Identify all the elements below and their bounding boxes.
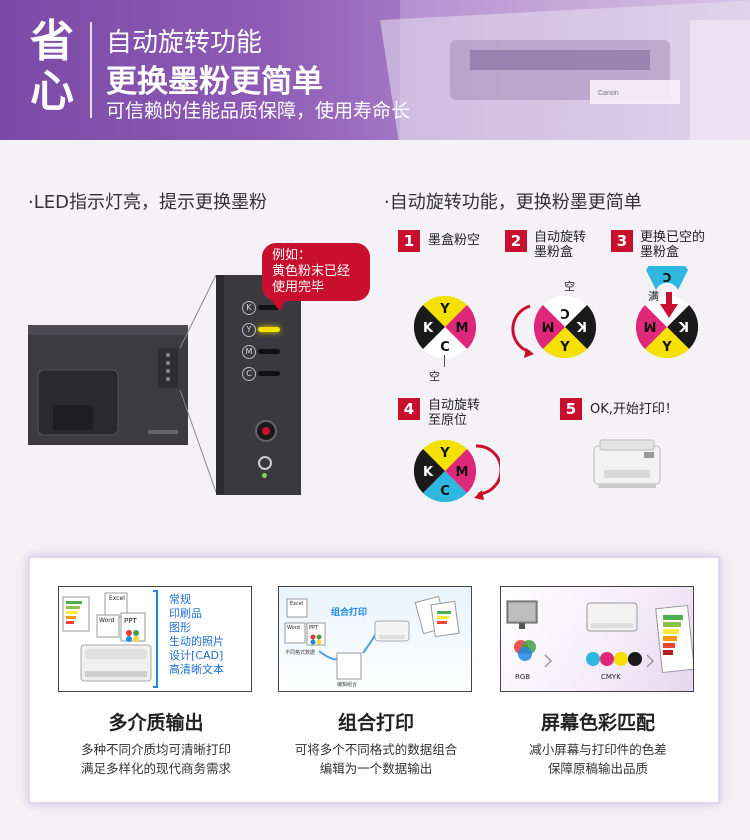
- multi-media-illustration: [62, 590, 158, 688]
- led-label-m: M: [242, 345, 256, 359]
- svg-text:K: K: [423, 321, 434, 336]
- empty-label-step-2: 空: [564, 280, 575, 293]
- led-label-k: K: [242, 301, 256, 315]
- banner-big-char-2: 心: [30, 66, 74, 117]
- svg-text:M: M: [644, 318, 657, 333]
- svg-text:Y: Y: [559, 340, 570, 355]
- cmyk-label: CMYK: [601, 673, 621, 681]
- banner-line-2: 更换墨粉更简单: [106, 64, 323, 100]
- svg-text:M: M: [456, 465, 469, 480]
- bubble-line-2: 黄色粉末已经: [272, 264, 351, 279]
- cyan-cartridge-icon: C: [646, 266, 688, 290]
- banner-line-1: 自动旋转功能: [106, 28, 263, 58]
- svg-text:C: C: [560, 305, 570, 320]
- banner-divider: [90, 22, 92, 118]
- step-4-number: 4: [398, 398, 420, 420]
- led-section-heading: ·LED指示灯亮，提示更换墨粉: [28, 192, 267, 213]
- insert-arrow-icon: [660, 292, 678, 318]
- feature-1-desc: 多种不同介质均可清晰打印满足多样化的现代商务需求: [80, 742, 231, 776]
- svg-text:M: M: [456, 321, 469, 336]
- svg-text:K: K: [423, 465, 434, 480]
- feature-2-title: 组合打印: [337, 712, 414, 734]
- svg-text:Y: Y: [439, 302, 450, 317]
- step-1-number: 1: [398, 230, 420, 252]
- step-3-text: 更换已空的墨粉盒: [640, 230, 706, 260]
- bubble-line-3: 使用完毕: [272, 280, 325, 295]
- bubble-line-1: 例如：: [272, 248, 312, 263]
- printer-banner-image: Canon: [380, 0, 750, 140]
- printer-led-panel-image: [28, 274, 301, 495]
- empty-label-step-1: 空: [429, 370, 440, 383]
- empty-pointer-line-1: [444, 355, 445, 367]
- svg-text:Y: Y: [661, 340, 672, 355]
- toner-wheel-step-2: C K Y M: [534, 296, 596, 358]
- rotation-section-heading: ·自动旋转功能，更换粉墨更简单: [384, 192, 642, 213]
- feature-2-desc: 可将多个不同格式的数据组合编辑为一个数据输出: [294, 742, 458, 776]
- svg-text:K: K: [576, 318, 587, 333]
- features-panel: Excel Word PPT 常规 印刷品 图形 生动的照片 设计[CAD] 高…: [28, 556, 720, 804]
- power-button[interactable]: [255, 420, 277, 442]
- banner-big-char-1: 省: [30, 16, 74, 67]
- toner-wheel-step-4: Y M C K: [414, 440, 476, 502]
- led-bar-y-lit: [258, 327, 280, 332]
- svg-text:C: C: [440, 484, 450, 499]
- feature-3-desc: 减小屏幕与打印件的色差保障原稿输出品质: [529, 742, 667, 776]
- combination-print-illustration: [284, 595, 460, 680]
- combination-print-thumbnail: 组合打印 Excel Word PPT 不同格式数据 编辑组合: [278, 586, 472, 692]
- step-5-number: 5: [560, 398, 582, 420]
- printer-ready-image: [593, 439, 661, 488]
- power-icon: [258, 456, 272, 470]
- color-match-illustration: [506, 600, 693, 674]
- printer-brand-label: Canon: [598, 90, 619, 97]
- step-2-text: 自动旋转墨粉盒: [534, 230, 587, 260]
- svg-text:K: K: [678, 318, 689, 333]
- multi-media-thumbnail: Excel Word PPT 常规 印刷品 图形 生动的照片 设计[CAD] 高…: [58, 586, 252, 692]
- header-banner: Canon 省 心 自动旋转功能 更换墨粉更简单 可信赖的佳能品质保障，使用寿命…: [0, 0, 750, 140]
- step-4-text: 自动旋转至原位: [428, 398, 481, 428]
- led-bar-k: [258, 305, 280, 310]
- color-match-thumbnail: RGB CMYK: [500, 586, 694, 692]
- rgb-label: RGB: [515, 673, 531, 681]
- svg-text:M: M: [542, 318, 555, 333]
- svg-text:Y: Y: [439, 446, 450, 461]
- media-type-list: 常规 印刷品 图形 生动的照片 设计[CAD] 高清晰文本: [169, 593, 224, 676]
- feature-3-title: 屏幕色彩匹配: [540, 712, 655, 734]
- feature-1-title: 多介质输出: [108, 712, 204, 734]
- full-label-step-3: 满: [648, 290, 659, 303]
- svg-text:C: C: [440, 340, 450, 355]
- banner-line-3: 可信赖的佳能品质保障，使用寿命长: [106, 100, 411, 122]
- yellow-empty-bubble: 例如： 黄色粉末已经 使用完毕: [262, 243, 370, 311]
- led-bar-m: [258, 349, 280, 354]
- rotate-back-arrow-icon: [474, 444, 500, 500]
- led-bar-c: [258, 371, 280, 376]
- step-3-number: 3: [611, 230, 633, 252]
- power-button-light: [262, 427, 270, 435]
- led-label-y: Y: [242, 323, 256, 337]
- status-led-icon: [262, 473, 267, 478]
- toner-wheel-step-1: Y M C K: [414, 296, 476, 358]
- step-1-text: 墨盒粉空: [428, 233, 481, 248]
- step-5-text: OK,开始打印！: [590, 402, 678, 417]
- svg-text:C: C: [662, 270, 671, 284]
- step-2-number: 2: [505, 230, 527, 252]
- led-label-c: C: [242, 367, 256, 381]
- rotate-arrow-icon-step-2: [511, 304, 534, 358]
